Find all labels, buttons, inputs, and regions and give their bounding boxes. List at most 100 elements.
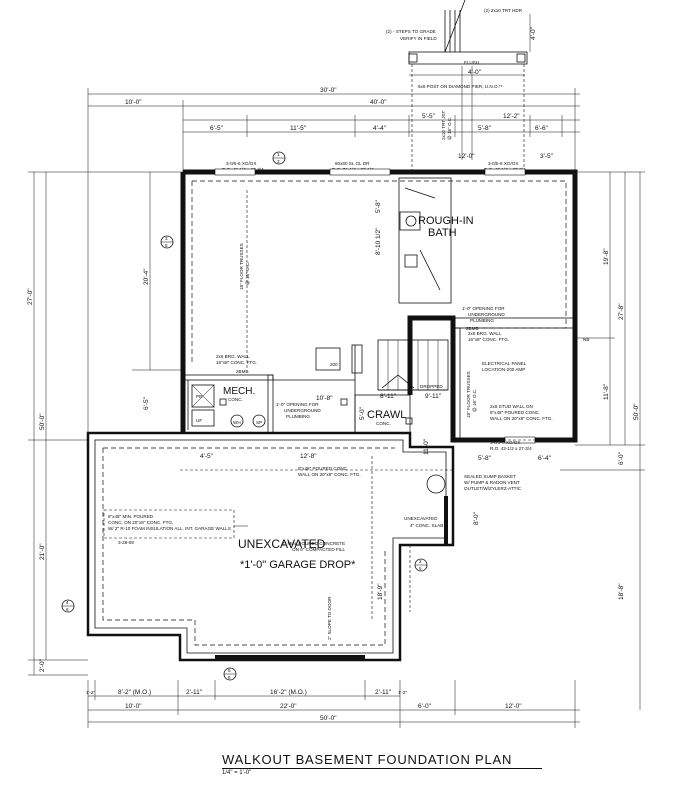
right-dimension-lines xyxy=(560,171,645,710)
top-left-dim: 10'-0" xyxy=(125,99,142,106)
section-2-top: 3 xyxy=(165,236,168,241)
right-dim-f: 18'-8" xyxy=(618,583,625,600)
grid-lines xyxy=(180,190,575,620)
trusses-left-oc: @ 16" O.C. xyxy=(245,262,250,285)
window-left-note: 3-0/5-6 XO/OX xyxy=(226,161,256,166)
window-right-note: 3-0/5-6 XO/OX xyxy=(488,161,518,166)
window-mid-note: 60x80 SL GL DR xyxy=(335,161,370,166)
room-label-crawl: CRAWL xyxy=(367,409,406,421)
section-5-bot: 6 xyxy=(228,675,231,680)
brg-wall-right-note: 2x6 BRG. WALL xyxy=(468,331,502,336)
bot-overall-dim: 50'-0" xyxy=(320,715,337,722)
slope-note: 2" SLOPE TO DOOR xyxy=(327,596,332,640)
trusses-right-note: 18" FLOOR TRUSSES xyxy=(466,371,471,418)
bot-small-2: 1'-2" xyxy=(398,690,408,695)
section-5-top: 5 xyxy=(228,668,231,673)
drawing-scale: 1/4" = 1'-0" xyxy=(222,770,252,776)
mid-dim-12: 8'-10 1/2" xyxy=(375,227,382,255)
section-1-bot: 3 xyxy=(277,159,280,164)
section-3-bot: 5 xyxy=(419,566,422,571)
room-label-garage-drop: *1'-0" GARAGE DROP* xyxy=(240,559,356,571)
bearing-left-note: 2x6 BRG. WALL xyxy=(216,354,250,359)
garage-wall-note-3: W/ 2" R-10 FOAM INSULATION ALL. INT. GAR… xyxy=(108,526,231,531)
bot-dim-3: 16'-2" (M.O.) xyxy=(270,689,307,696)
rear-deck xyxy=(408,0,531,170)
top-seg-6: 5'-8" xyxy=(478,125,492,132)
room-label-unexcavated-sub1: 4" MIN. POURED CONCRETE xyxy=(282,541,345,546)
bot-dim-4: 2'-11" xyxy=(375,689,392,696)
top-seg-8: 12'-0" xyxy=(458,153,475,160)
trusses-right-oc: @ 16" O.C. xyxy=(472,389,477,412)
mid-dim-11: 18'-9" xyxy=(377,583,384,600)
section-marker-1 xyxy=(272,151,286,165)
nb-note: NB xyxy=(583,337,589,342)
right-dim-b: 27'-8" xyxy=(618,303,625,320)
mid-dim-8: 5'-0" xyxy=(359,406,366,420)
bot-dim-8: 12'-0" xyxy=(505,703,522,710)
sump-note: SEALED SUMP BASKET xyxy=(464,474,516,479)
cnt-note: 200 xyxy=(330,362,338,367)
drawing-title: WALKOUT BASEMENT FOUNDATION PLAN xyxy=(222,752,542,769)
room-label-bath: BATH xyxy=(428,227,457,239)
stud-wall-note-3: WALL ON 20"x8" CONC. FTG. xyxy=(490,416,553,421)
beam-left-note: 2BMB xyxy=(236,369,249,374)
bot-dim-5: 10'-0" xyxy=(125,703,142,710)
bot-dim-1: 8'-2" (M.O.) xyxy=(118,689,151,696)
mid-dim-6: 8'-11" xyxy=(380,393,397,400)
flush-note: FLUSH xyxy=(464,60,479,65)
room-label-unexcavated: UNEXCAVATED xyxy=(238,537,326,551)
mid-dim-4: 6'-4" xyxy=(538,455,552,462)
wh-note: WH xyxy=(233,420,241,425)
top-seg-7: 6'-6" xyxy=(535,125,549,132)
garage-wall-note-4: 3-28-09 xyxy=(118,540,134,545)
trt-jst-oc-note: @ 16" O.C. xyxy=(447,117,452,140)
opening-right-note-3: PLUMBING xyxy=(470,318,494,323)
room-label-small-unexcavated: UNEXCAVATED xyxy=(404,516,438,521)
mid-dim-2: 12'-8" xyxy=(300,453,317,460)
section-4-bot: 6 xyxy=(66,607,69,612)
section-marker-3 xyxy=(414,558,428,572)
steps-note: (2) - STEPS TO GRADE xyxy=(386,29,436,34)
left-dimension-lines xyxy=(28,171,183,676)
opening-right-note: 1'-0" OPENING FOR xyxy=(462,306,505,311)
bearing-left-note-2: 16"x8" CONC. FTG. xyxy=(216,360,257,365)
trt-hdr-note: (2) 2x10 TRT HDR xyxy=(484,8,523,13)
left-dim-c: 21'-0" xyxy=(39,543,46,560)
verify-note: VERIFY IN FIELD xyxy=(400,36,437,41)
right-dim-a: 19'-8" xyxy=(603,248,610,265)
opening-left-note-2: UNDERGROUND xyxy=(284,408,321,413)
trusses-left-note: 18" FLOOR TRUSSES xyxy=(239,243,244,290)
mid-dim-1: 4'-5" xyxy=(200,453,214,460)
window-small-note: 3-0/5-6 XO/OX xyxy=(490,440,520,445)
sump-note-2: W/ PUMP & RADON VENT xyxy=(464,480,520,485)
bot-small-1: 1'-2" xyxy=(86,690,96,695)
bottom-dimension-lines xyxy=(87,680,580,728)
mid-dim-9: 11'-0" xyxy=(423,438,430,455)
top-seg-5: 12'-2" xyxy=(503,113,520,120)
left-dim-f: 2'-0" xyxy=(39,658,46,672)
section-2-bot: 5 xyxy=(165,243,168,248)
left-dim-a: 27'-0" xyxy=(27,288,34,305)
top-seg-2: 11'-5" xyxy=(290,125,307,132)
pb-note: PB xyxy=(196,394,202,399)
beam-right-note: 2BMB xyxy=(466,326,479,331)
bot-dim-6: 22'-0" xyxy=(280,703,297,710)
mid-dim-3: 5'-8" xyxy=(478,455,492,462)
top-right-dim: 40'-0" xyxy=(370,99,387,106)
interior-walls xyxy=(182,177,576,494)
left-dim-d: 20'-4" xyxy=(143,268,150,285)
brg-wall-right-note-2: 16"x8" CONC. FTG. xyxy=(468,337,509,342)
garage-wall-callout xyxy=(103,509,248,539)
elec-panel-note-2: LOCATION-200 AMP xyxy=(482,367,525,372)
room-label-small-unexcavated-sub: 4" CONC. SLAB xyxy=(410,523,443,528)
mid-dim-13: 5'-8" xyxy=(375,199,382,213)
trt-jst-note: 2x10 TRT JST xyxy=(441,110,446,140)
top-overall-dim: 30'-0" xyxy=(320,87,337,94)
porch-width-dim: 4'-0" xyxy=(468,69,482,76)
section-3-top: 2 xyxy=(419,559,422,564)
poured-wall-note-2: WALL ON 20"x8" CONC. FTG. xyxy=(298,472,361,477)
post-note: 6x6 POST ON DIAMOND PIER, U.N.O.** xyxy=(418,84,503,89)
section-1-top: 1 xyxy=(277,152,280,157)
poured-wall-note: 8"x48" POURED CONC. xyxy=(298,466,348,471)
